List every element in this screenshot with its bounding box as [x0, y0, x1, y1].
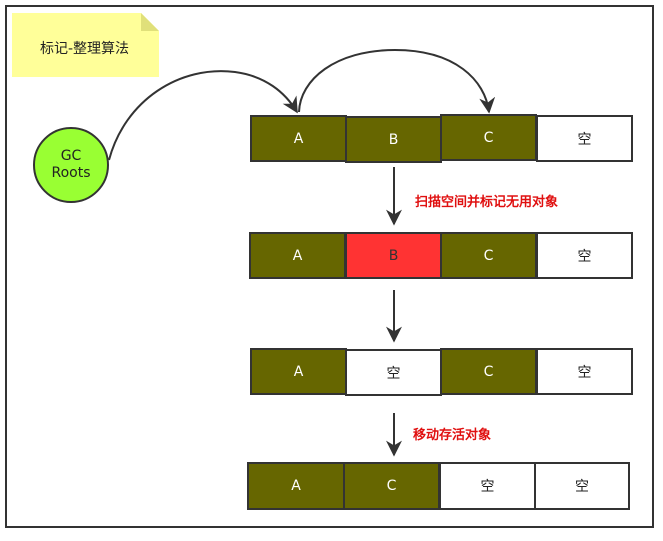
move-step-label: 移动存活对象 [413, 428, 492, 443]
row1-cell1-label: A [293, 130, 304, 147]
row2-cell3-label: C [483, 247, 494, 264]
row4-cell3-label: 空 [480, 479, 495, 495]
row3-cell3: C [440, 348, 537, 395]
scan-step-label: 扫描空间并标记无用对象 [415, 195, 559, 210]
row3-cell2-label: 空 [386, 365, 401, 382]
row2-cell1: A [249, 232, 346, 279]
row3-cell4: 空 [536, 348, 633, 395]
row4-cell4-label: 空 [575, 479, 589, 495]
row3-cell1-label: A [293, 363, 304, 380]
gc-roots-line1: GC [60, 148, 82, 164]
row4-cell2-label: C [386, 478, 397, 494]
row1-cell3-label: C [483, 129, 494, 146]
title-note: 标记-整理算法 [12, 13, 159, 77]
row2-cell1-label: A [292, 247, 303, 264]
row2-cell3: C [440, 232, 537, 279]
row3-cell1: A [250, 348, 347, 395]
row2-cell2-label: B [388, 247, 399, 264]
a-to-c-arrow [298, 48, 496, 114]
row4-cell4: 空 [534, 462, 630, 510]
row2-cell2: B [345, 232, 442, 279]
row4-cell1-label: A [291, 478, 301, 494]
row1-cell2-label: B [388, 131, 399, 148]
gc-roots-line2: Roots [51, 165, 91, 181]
row4-cell1: A [247, 462, 345, 510]
row2-cell4: 空 [536, 232, 633, 279]
diagram-frame [5, 5, 654, 528]
row2-cell4-label: 空 [577, 248, 592, 265]
row3-cell3-label: C [483, 363, 494, 380]
row1-cell3: C [440, 114, 537, 161]
row1-cell1: A [250, 115, 347, 162]
row1-cell4-label: 空 [577, 131, 592, 148]
row4-cell3: 空 [439, 462, 536, 510]
row3-cell4-label: 空 [577, 364, 592, 381]
row4-cell2: C [343, 462, 440, 510]
title-note-text: 标记-整理算法 [40, 41, 130, 57]
root-to-a-arrow [108, 70, 298, 161]
row1-cell4: 空 [536, 115, 633, 162]
gc-roots-node: GC Roots [33, 127, 109, 203]
row3-cell2: 空 [345, 349, 442, 396]
